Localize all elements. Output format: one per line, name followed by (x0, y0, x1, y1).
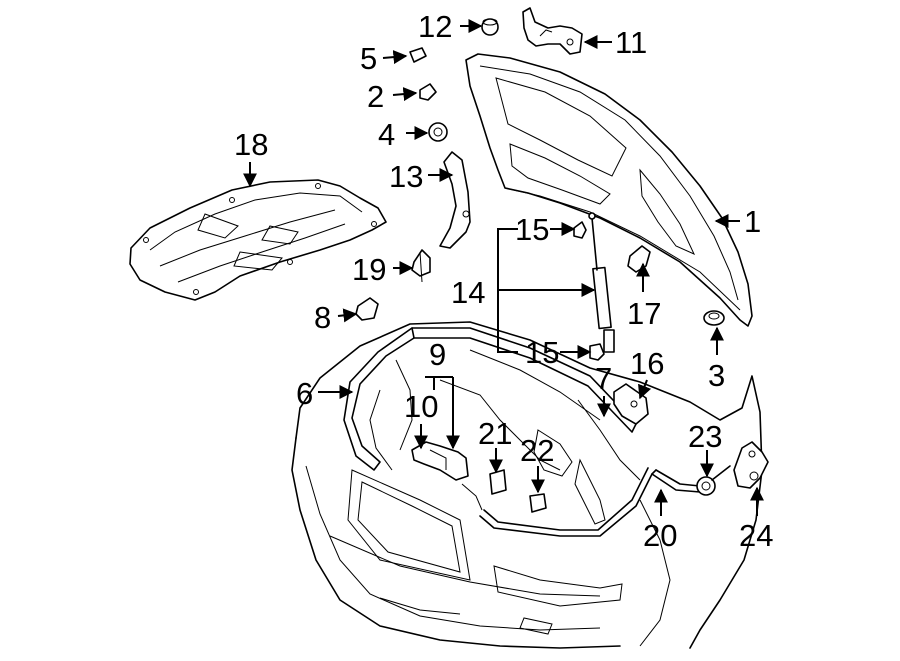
part-23-release-handle (696, 465, 731, 496)
part-12-bumper (481, 18, 499, 36)
callout-11: 11 (615, 25, 647, 60)
callout-24: 24 (739, 518, 773, 553)
callout-15-lower: 15 (525, 335, 559, 370)
part-15-clip-upper (573, 221, 587, 239)
part-24-handle-bracket (733, 441, 769, 489)
callout-21: 21 (478, 416, 512, 451)
part-13-hinge (439, 151, 471, 249)
callout-12: 12 (418, 9, 452, 44)
callout-9: 9 (429, 337, 446, 372)
callout-2: 2 (367, 79, 384, 114)
callout-numbers: 12 11 5 2 4 18 13 1 15 19 14 17 8 15 9 1… (234, 9, 773, 553)
part-8-cap (355, 297, 379, 321)
vehicle-front-body (291, 321, 763, 649)
callout-19: 19 (352, 252, 386, 287)
callout-5: 5 (360, 41, 377, 76)
callout-23: 23 (688, 419, 722, 454)
callout-4: 4 (378, 117, 395, 152)
hood-panel (465, 53, 753, 327)
callout-16: 16 (630, 346, 664, 381)
callout-8: 8 (314, 300, 331, 335)
callout-6: 6 (296, 376, 313, 411)
part-21-clip (489, 469, 507, 495)
hood-insulation-pad (129, 179, 387, 301)
part-11-hinge-bracket (522, 7, 583, 55)
part-15-clip-lower (589, 343, 605, 361)
part-14-gas-strut (588, 212, 615, 353)
callout-10: 10 (404, 389, 438, 424)
callout-17: 17 (627, 296, 661, 331)
callout-15-upper: 15 (515, 212, 549, 247)
callout-3: 3 (708, 358, 725, 393)
leader-lines (243, 19, 764, 516)
part-17-hood-pin (627, 245, 651, 273)
part-19-stud (411, 249, 431, 283)
hood-release-cable (461, 467, 701, 537)
part-5-buffer (409, 47, 427, 63)
part-2-buffer (419, 83, 437, 101)
callout-18: 18 (234, 127, 268, 162)
callout-13: 13 (389, 159, 423, 194)
callout-14: 14 (451, 275, 485, 310)
part-3-bumper-stop (703, 310, 725, 326)
callout-7: 7 (595, 361, 612, 396)
part-22-clip (529, 493, 547, 513)
part-4-grommet (428, 122, 448, 142)
callout-1: 1 (744, 204, 761, 239)
hood-seal (343, 327, 637, 471)
callout-22: 22 (520, 433, 554, 468)
callout-20: 20 (643, 518, 677, 553)
